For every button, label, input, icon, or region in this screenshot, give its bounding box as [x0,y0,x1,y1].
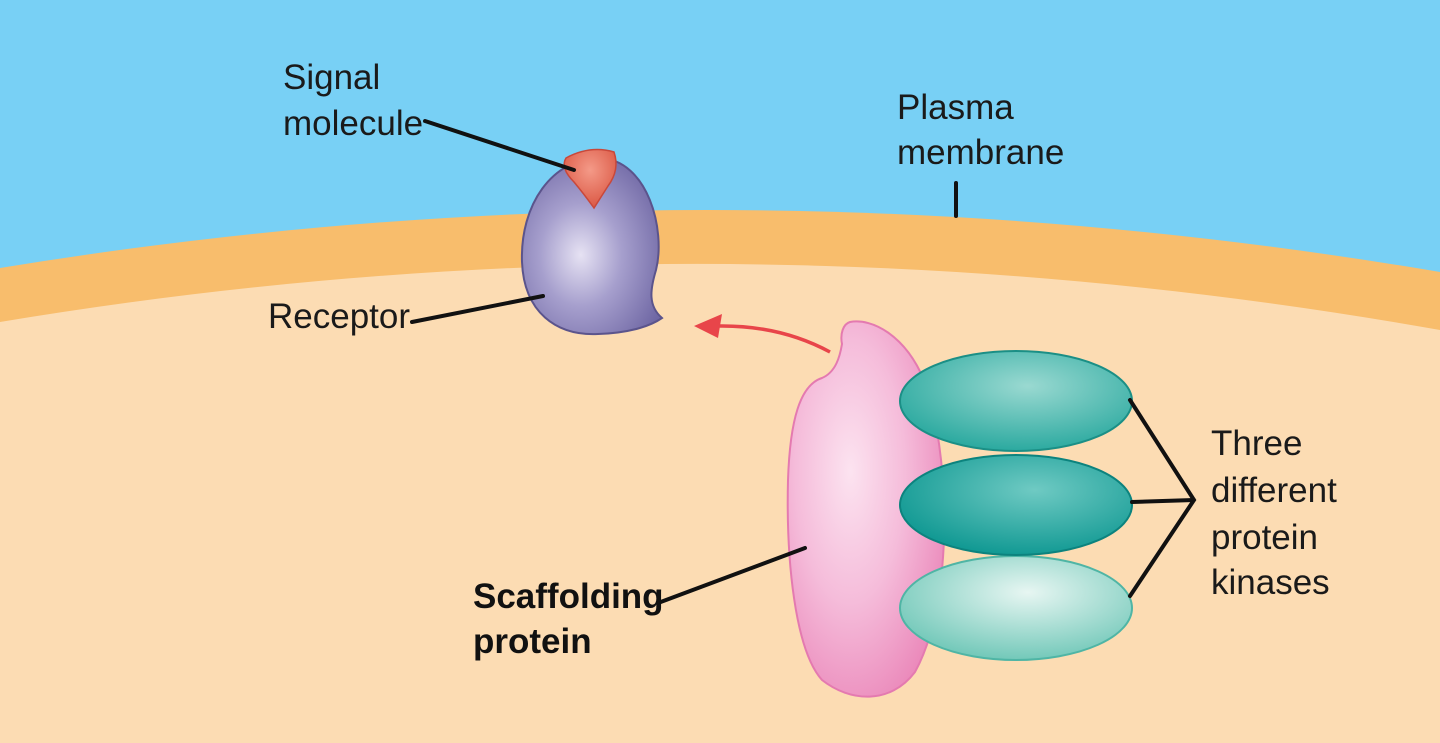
receptor-label: Receptor [268,297,410,336]
signal-molecule-label: Signal molecule [283,58,423,143]
plasma-membrane-label: Plasma membrane [897,88,1064,172]
kinases-label-line-3: protein [1211,518,1318,557]
receptor-leader [410,294,545,324]
kinases-bracket [1128,398,1197,598]
kinases-label: Three different protein kinases [1211,424,1347,602]
protein-kinase-3 [899,555,1133,661]
kinases-label-line-4: kinases [1211,563,1330,602]
signal-molecule-label-line-1: Signal [283,58,380,97]
kinases-label-line-1: Three [1211,424,1302,463]
scaffolding-protein-leader [656,546,807,605]
kinases-label-line-2: different [1211,471,1337,510]
scaffolding-protein-label: Scaffolding protein [473,577,673,661]
protein-kinase-1 [899,350,1133,452]
signal-molecule-shape [563,148,617,210]
signal-molecule-label-line-2: molecule [283,104,423,143]
plasma-membrane-label-line-2: membrane [897,133,1064,172]
activation-arrow [717,324,831,354]
protein-kinase-2 [899,454,1133,556]
scaffolding-protein-label-line-1: Scaffolding [473,577,664,616]
scaffolding-protein-label-line-2: protein [473,622,592,661]
receptor-protein [520,156,664,336]
signal-molecule-leader [423,119,576,172]
plasma-membrane-label-line-1: Plasma [897,88,1014,127]
activation-arrow-head [694,314,722,338]
